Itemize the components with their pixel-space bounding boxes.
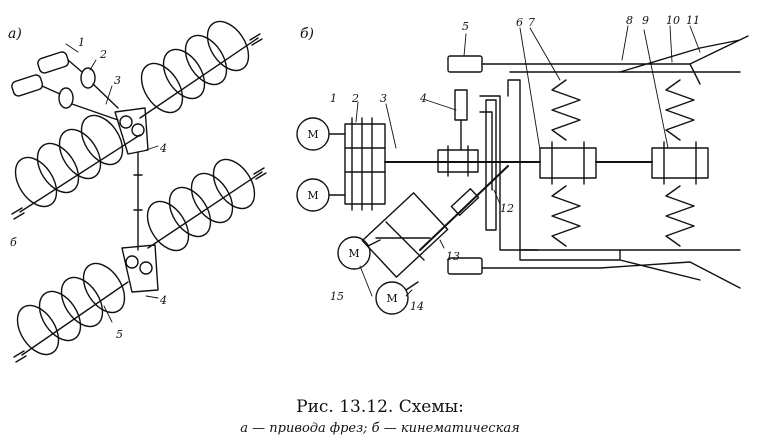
motor-b-14 [375, 281, 409, 315]
shaft-couplings-a [133, 174, 143, 211]
callout-a-5: 5 [116, 328, 123, 341]
shaft-end-bearings-a [11, 33, 267, 363]
hydro-cylinder-5-upper [447, 55, 483, 73]
callout-a-4-lower: 4 [159, 294, 167, 307]
callout-b-6: 6 [516, 16, 523, 29]
column-12 [485, 99, 497, 231]
gearbox-a-upper-wheel2 [131, 123, 145, 137]
spring-cutter-right-lower [665, 185, 695, 247]
callout-a-3: 3 [114, 74, 121, 87]
spring-cutter-7-left-upper [551, 79, 581, 141]
spring-cutter-left-lower [551, 185, 581, 247]
callout-b-5: 5 [462, 20, 469, 33]
frame-lines [509, 71, 741, 251]
callout-b-2: 2 [351, 92, 359, 105]
callout-b-10: 10 [666, 14, 680, 27]
leaders-a [65, 43, 159, 323]
auger-axis-lower-left [21, 281, 129, 356]
panel-a-letter: а) [8, 26, 22, 42]
drawbar-upper [599, 35, 749, 85]
callout-b-13: 13 [446, 250, 460, 263]
panel-b-letter: б) [300, 26, 314, 42]
hydraulic-lines [479, 79, 621, 261]
gear-a-lower [58, 87, 74, 109]
callout-b-4: 4 [419, 92, 427, 105]
gearbox-a-upper [114, 107, 149, 155]
gearbox-b-2 [344, 123, 386, 205]
callout-b-7: 7 [528, 16, 535, 29]
leaders-b [355, 25, 701, 297]
panel-b-drawing [296, 25, 749, 315]
gearbox-a-lower [121, 244, 159, 293]
gearbox-b-2-internals [344, 117, 386, 211]
gearbox-a-lower-wheel [125, 255, 139, 269]
motor-b-shafts [328, 133, 346, 196]
callouts-panel-b: 1 2 3 4 5 6 7 8 9 10 11 12 13 14 15 [330, 14, 700, 313]
caption-subtitle: а — привода фрез; б — кинематическая [240, 421, 519, 436]
motor-a-upper [37, 51, 70, 74]
gear-a-upper [80, 67, 96, 89]
callout-b-11: 11 [686, 14, 700, 27]
motor-a-lower [11, 74, 44, 97]
gearbox-9 [651, 147, 709, 179]
callouts-panel-a: 1 2 3 4 б 4 5 [10, 36, 167, 341]
coupling-box-internals [447, 145, 469, 177]
hydro-cylinder-lower [447, 257, 483, 275]
callout-a-2: 2 [99, 48, 107, 61]
motor-b-15-shafts [367, 239, 419, 291]
gearbox-a-upper-wheel [119, 115, 133, 129]
gearbox-a-lower-wheel2 [139, 261, 153, 275]
callout-b-14: 14 [410, 300, 424, 313]
callout-b-1: 1 [330, 92, 337, 105]
cutter-middle-right [146, 158, 256, 252]
inclined-shaft-13 [419, 165, 509, 251]
cutter-left [14, 114, 124, 208]
callout-b-9: 9 [642, 14, 649, 27]
motor-label-b1: М [307, 128, 318, 141]
caption-title: Рис. 13.12. Схемы: [296, 397, 464, 417]
shafts-a [41, 59, 119, 121]
cutter-lower-left [16, 262, 126, 356]
spring-cutter-7-right-upper [665, 79, 695, 141]
gearbox-9-internals [663, 141, 697, 185]
gearbox-14-internals [375, 221, 431, 261]
coupling-box [437, 149, 479, 173]
gearbox-14 [361, 192, 449, 278]
cutter-upper-right [140, 20, 250, 114]
caption: Рис. 13.12. Схемы: а — привода фрез; б —… [240, 397, 519, 436]
valve-4 [454, 89, 468, 121]
callout-a-4-upper: 4 [159, 142, 167, 155]
auger-axis-middle-right [147, 171, 263, 249]
motor-label-b15: М [348, 247, 359, 260]
gearbox-6 [539, 147, 597, 179]
auger-axis-left [19, 134, 141, 213]
panel-a-drawing [11, 20, 267, 363]
callout-b-8: 8 [626, 14, 633, 27]
callout-b-3: 3 [380, 92, 387, 105]
motor-labels: М М М М [307, 128, 397, 305]
coupling-13 [450, 188, 480, 216]
callout-b-12: 12 [500, 202, 514, 215]
callout-a-6: б [10, 236, 17, 249]
gearbox-6-internals [551, 141, 585, 185]
callout-b-15: 15 [330, 290, 344, 303]
panel-letters: а) б) [8, 26, 314, 42]
motor-b-15 [337, 236, 371, 270]
motor-label-b1-lower: М [307, 189, 318, 202]
motor-label-b14: М [386, 292, 397, 305]
callout-a-1: 1 [78, 36, 85, 49]
drawbar-lower [481, 259, 741, 289]
